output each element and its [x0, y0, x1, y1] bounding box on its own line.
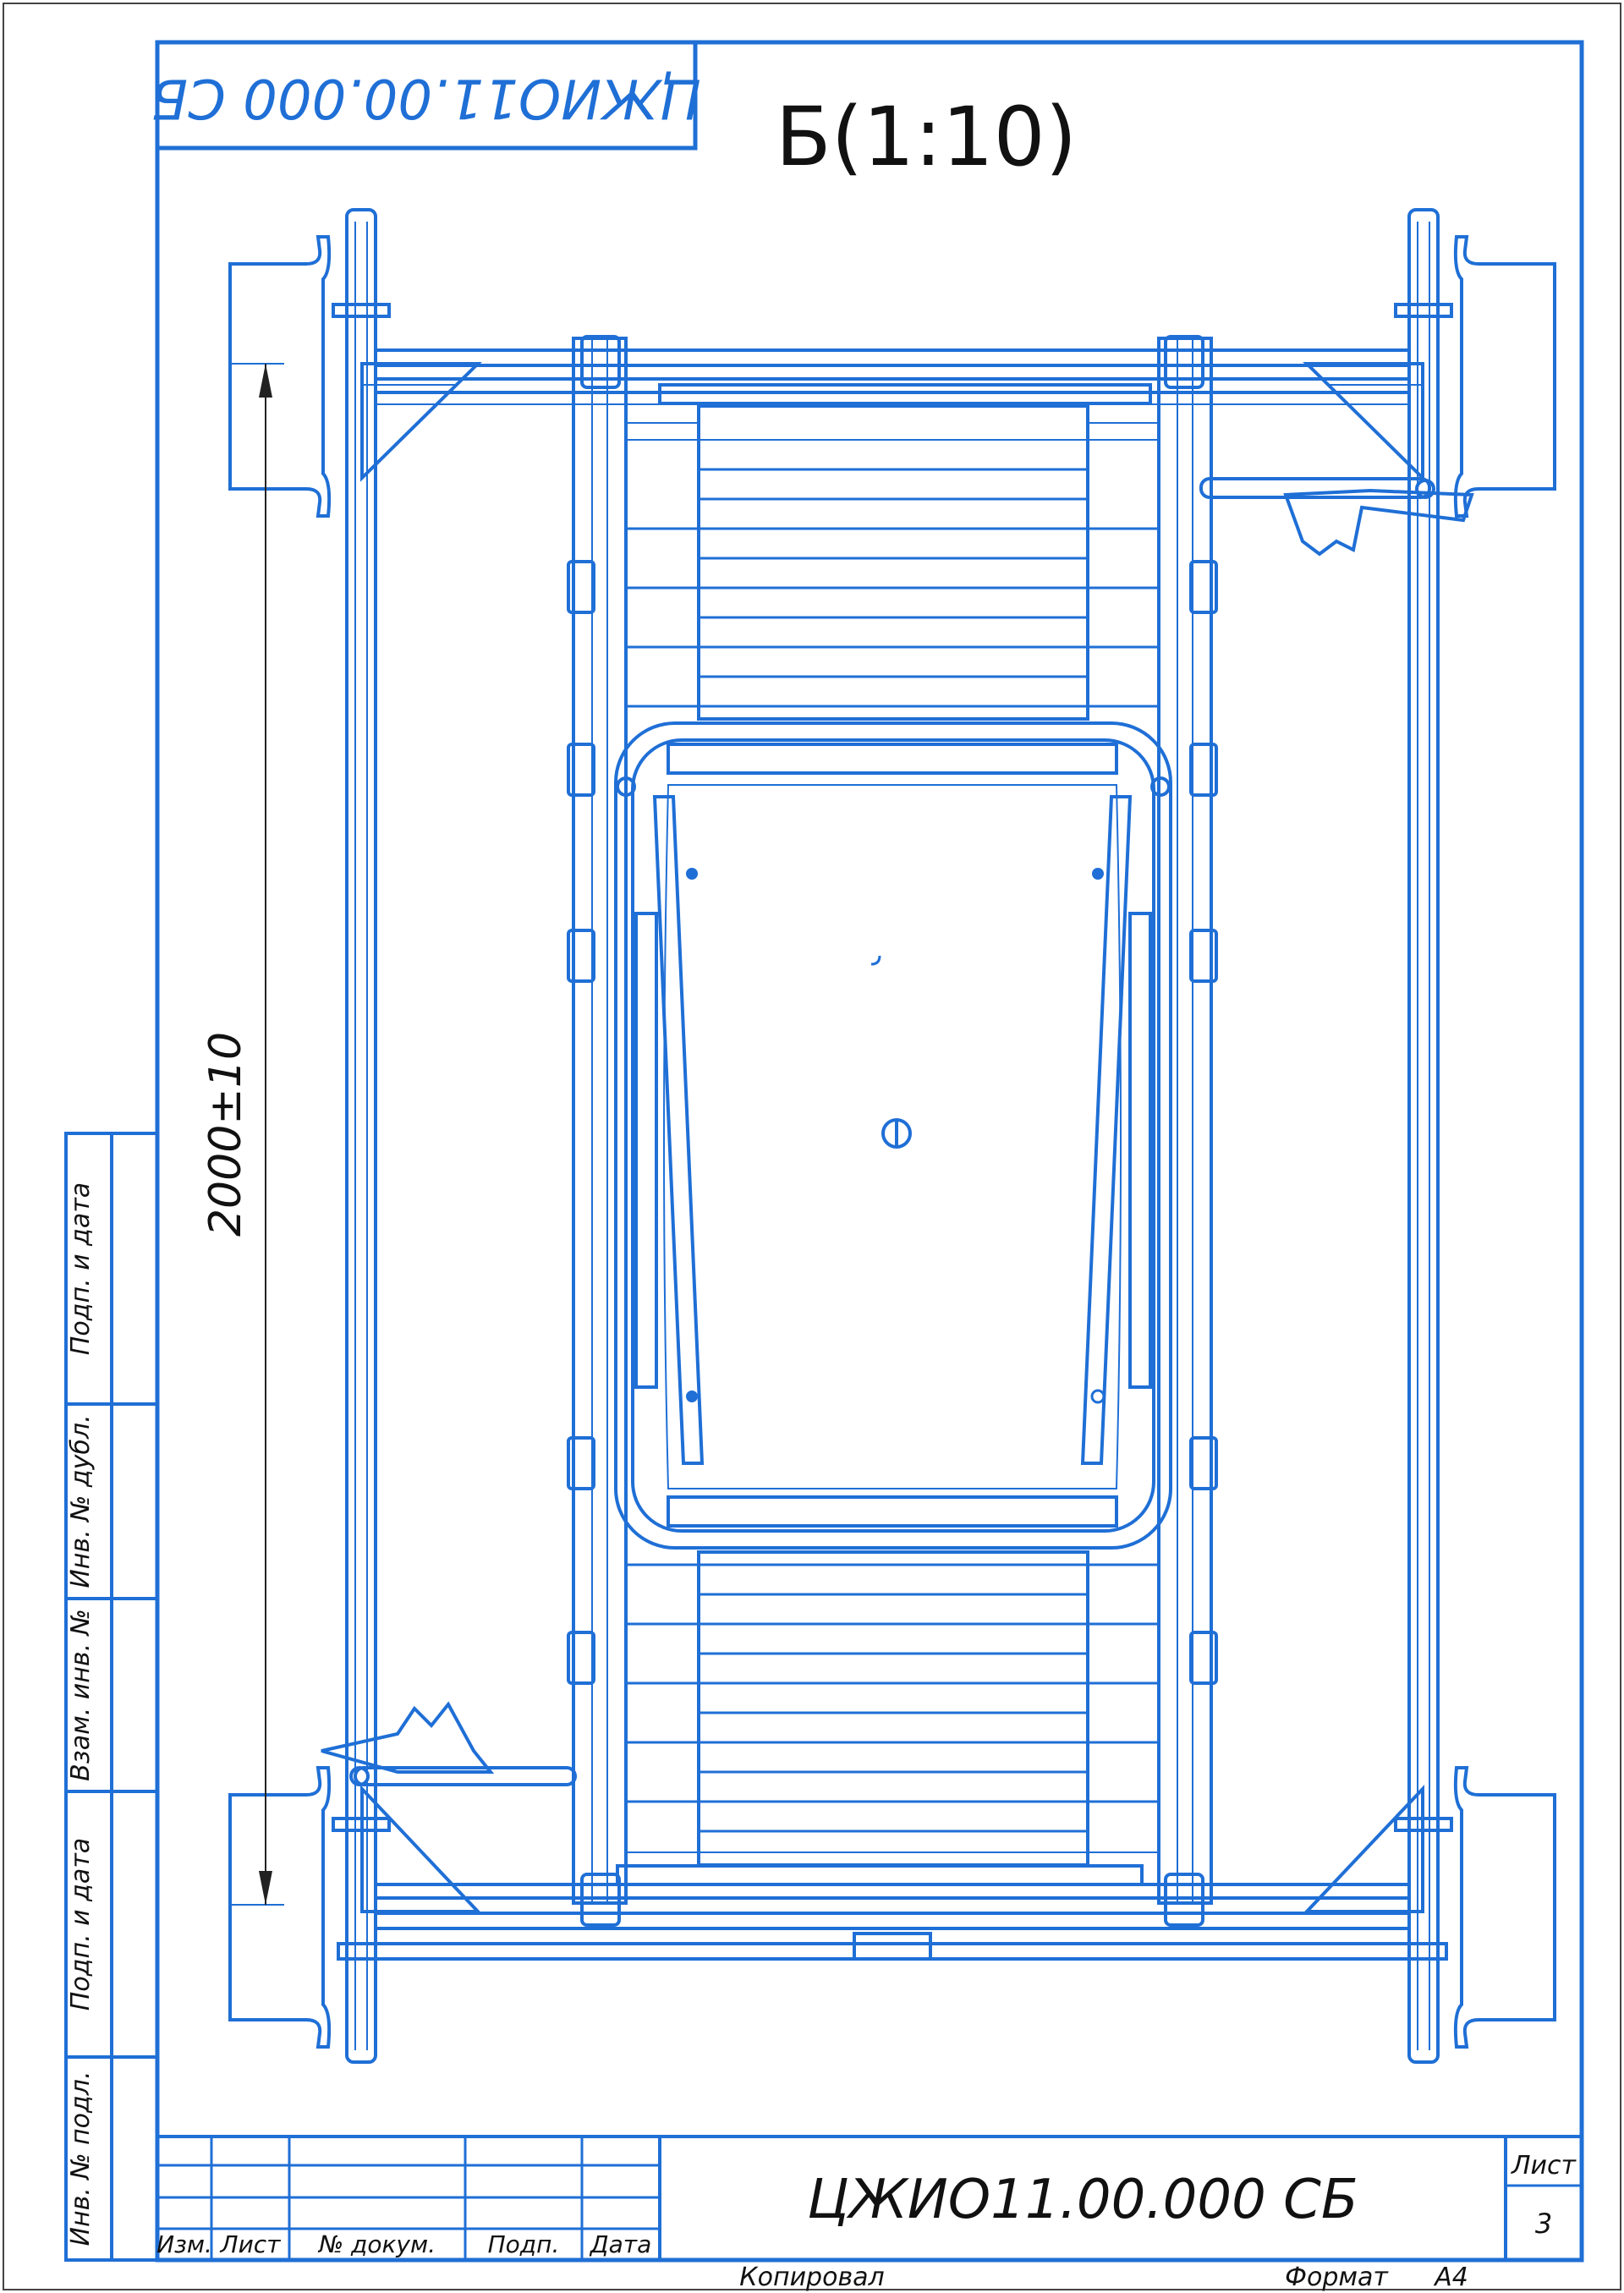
dimension-text: 2000±10 [200, 1032, 251, 1237]
brackets-right [1164, 335, 1218, 1927]
dimension-2000: 2000±10 [200, 363, 284, 1906]
side-label-5: Инв. № подл. [66, 2071, 96, 2246]
steering-rod-top [1199, 477, 1431, 499]
bolt-dot-1 [686, 868, 698, 880]
header-doc: № докум. [317, 2230, 436, 2258]
side-label-1: Подп. и дата [66, 1182, 96, 1355]
top-frame-rail [374, 348, 1411, 367]
top-code-text: ЦЖИО11.00.000 СБ [151, 66, 702, 129]
bin-floor [663, 784, 1122, 1489]
axle-right [1407, 208, 1440, 2064]
steering-blade-bottom [321, 1701, 495, 1774]
title-block: Изм. Лист № докум. Подп. Дата ЦЖИО11.00.… [156, 2135, 1583, 2262]
header-izm: Изм. [156, 2230, 212, 2258]
mesh-strip-bottom [616, 1864, 1144, 1886]
header-data: Дата [589, 2230, 652, 2258]
bin-mesh-left [634, 912, 658, 1389]
bolt-dot-4 [1090, 1389, 1106, 1404]
footer-format-value: А4 [1433, 2263, 1468, 2292]
bin-mesh-top [667, 743, 1118, 775]
brackets-left [567, 335, 621, 1927]
bottom-frame-rail [374, 1883, 1411, 1900]
mesh-strip-top [658, 383, 1152, 405]
slat-panel-top [697, 404, 1089, 721]
bolt-dot-2 [1092, 868, 1104, 880]
wheel-hub-bottom-left [228, 1766, 332, 2049]
footer-copied: Копировал [739, 2263, 884, 2292]
steering-blade-top [1283, 488, 1474, 557]
side-label-4: Подп. и дата [66, 1838, 96, 2010]
bin-mesh-bottom [667, 1495, 1118, 1528]
sheet-number: 3 [1535, 2208, 1552, 2240]
axle-left [345, 208, 377, 2064]
strut-right [1080, 795, 1133, 1465]
side-label-2: Инв. № дубл. [66, 1414, 96, 1588]
gusset-top-left [360, 362, 482, 482]
conveyor-side-left [572, 337, 628, 1905]
outer-border [3, 3, 1621, 2290]
slat-panel-bottom [697, 1550, 1089, 1867]
center-hitch-plate [853, 1932, 932, 1961]
bolt-dot-3 [686, 1391, 698, 1402]
steering-rod-bottom [354, 1766, 577, 1786]
side-label-3: Взам. инв. № [66, 1609, 96, 1781]
gusset-bottom-right [1303, 1784, 1424, 1913]
wheel-hub-top-left [228, 235, 332, 518]
sheet-label: Лист [1511, 2151, 1577, 2181]
assembly-view [228, 208, 1556, 2064]
side-strip: Подп. и дата Инв. № дубл. Взам. инв. № П… [64, 1132, 159, 2262]
central-bin-inner [631, 738, 1155, 1533]
conveyor-side-right [1157, 337, 1213, 1905]
header-list: Лист [220, 2230, 282, 2258]
center-pivot [881, 1118, 912, 1149]
header-podp: Подп. [488, 2230, 560, 2258]
view-label: Б(1:10) [776, 90, 1077, 184]
gusset-bottom-left [360, 1784, 482, 1913]
title-block-code: ЦЖИО11.00.000 СБ [807, 2169, 1358, 2231]
bin-mesh-right [1128, 912, 1152, 1389]
top-code-box: ЦЖИО11.00.000 СБ [151, 40, 702, 151]
central-bin-outer [614, 721, 1172, 1550]
footer-format-label: Формат [1285, 2263, 1389, 2292]
wheel-hub-top-right [1453, 235, 1556, 518]
strut-left [652, 795, 705, 1465]
gusset-top-right [1303, 362, 1424, 482]
small-arc-mark [870, 955, 881, 966]
wheel-hub-bottom-right [1453, 1766, 1556, 2049]
